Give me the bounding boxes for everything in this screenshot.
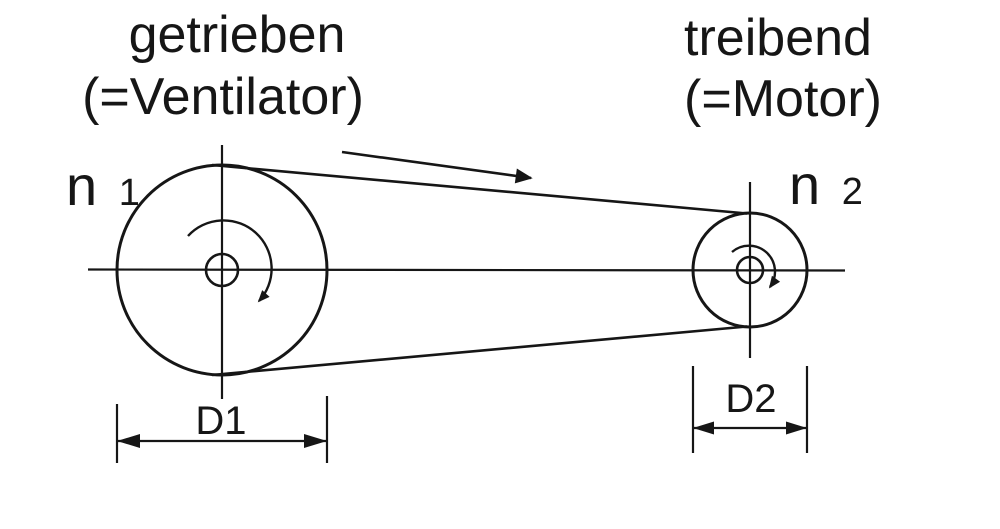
driving-pulley-hub (735, 255, 765, 285)
driven-pulley-title-line1: getrieben (129, 6, 346, 64)
driven-pulley-title-line2: (=Ventilator) (82, 68, 364, 126)
driving-pulley-title-line1: treibend (684, 9, 872, 67)
axis-line (87, 268, 846, 272)
d1-arrowhead-left (117, 434, 140, 448)
driving-rotation-arrow (731, 244, 781, 289)
driven-pulley-speed-label: n 1 (66, 154, 140, 217)
driven-speed-symbol: n (66, 154, 97, 217)
belt-top-line (211, 163, 748, 215)
driving-speed-subscript: 2 (842, 171, 863, 213)
d1-arrowhead-right (304, 434, 327, 448)
d2-label: D2 (725, 377, 776, 421)
driving-pulley-title-line2: (=Motor) (684, 70, 882, 128)
driving-pulley-circle (691, 211, 809, 329)
d1-label: D1 (195, 399, 246, 443)
belt-bottom-line (211, 325, 748, 377)
d2-arrowhead-right (786, 421, 807, 435)
driven-pulley-hub (204, 252, 240, 288)
belt-direction-arrow (341, 150, 533, 184)
driven-pulley-circle (115, 163, 329, 377)
d2-arrowhead-left (693, 421, 714, 435)
driving-speed-symbol: n (789, 153, 820, 216)
driven-speed-subscript: 1 (119, 172, 140, 214)
driving-pulley-speed-label: n 2 (789, 153, 863, 216)
driven-rotation-arrow (187, 219, 273, 303)
